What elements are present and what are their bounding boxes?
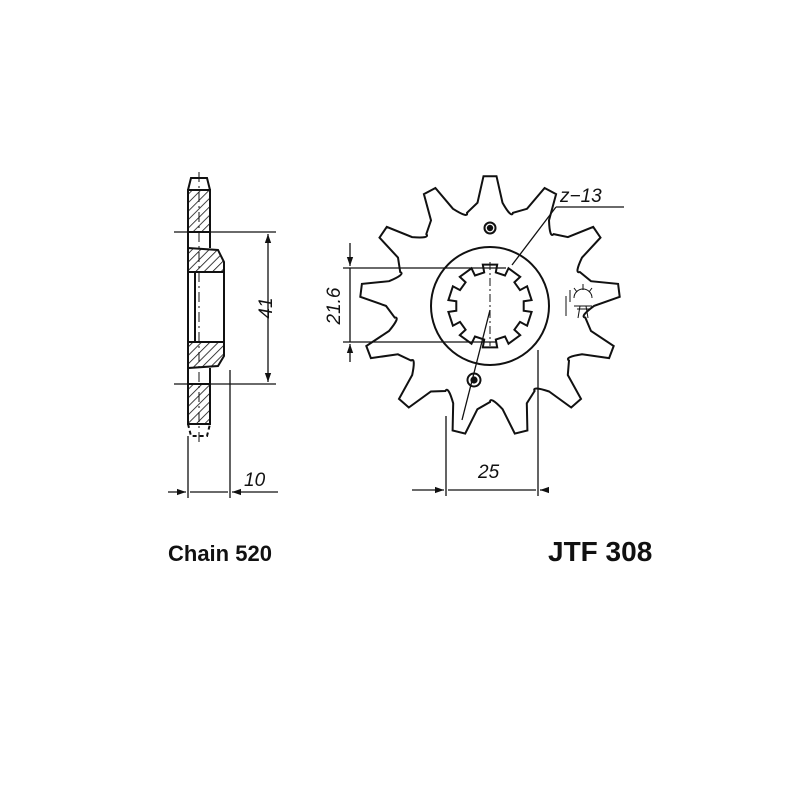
dim-41 xyxy=(174,231,276,385)
hub-circle xyxy=(430,246,550,366)
side-hub-bottom xyxy=(187,341,225,370)
teeth-count-label: z−13 xyxy=(559,186,602,207)
side-view xyxy=(187,172,225,444)
dim-25 xyxy=(412,350,549,496)
teeth-leader xyxy=(461,206,624,421)
dim-centers-label: 25 xyxy=(477,462,500,483)
dim-21-6 xyxy=(343,243,506,362)
dim-width-label: 10 xyxy=(244,470,266,491)
part-number: JTF 308 xyxy=(548,536,653,567)
dim-10 xyxy=(168,370,278,498)
spline-bore xyxy=(447,263,533,349)
dim-spline-label: 21.6 xyxy=(324,287,345,325)
bolt-hole-top xyxy=(483,221,497,235)
sprocket-outline xyxy=(359,175,621,435)
side-hub-body xyxy=(187,271,225,343)
front-view xyxy=(359,175,621,435)
side-neck-top xyxy=(187,232,211,248)
rotation-symbol-icon xyxy=(565,284,593,319)
side-hub-top xyxy=(187,246,225,273)
chain-label: Chain 520 xyxy=(168,541,272,566)
dim-bore-label: 41 xyxy=(256,297,277,318)
